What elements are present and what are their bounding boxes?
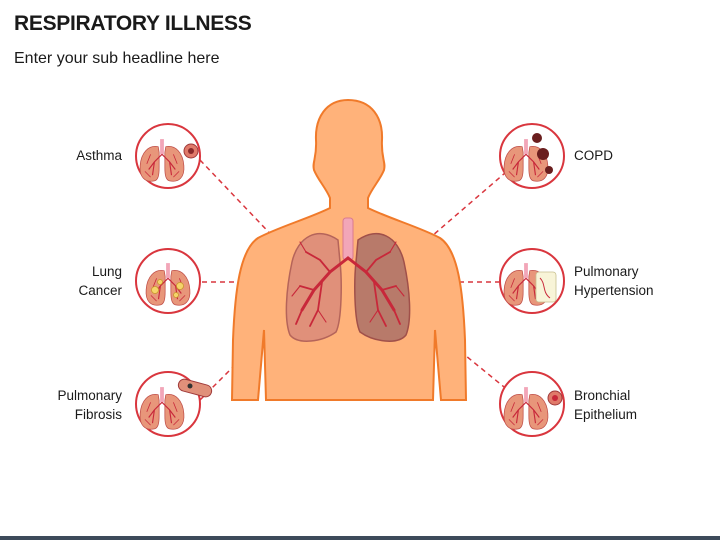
label-pulmonary-hypertension: Pulmonary Hypertension [574,264,654,298]
label-asthma: Asthma [76,148,122,163]
label-copd: COPD [574,148,614,163]
trachea [342,217,354,261]
page-subtitle: Enter your sub headline here [14,50,220,67]
bronchial-epithelium-circle [499,371,565,437]
label-pulmonary-fibrosis: Pulmonary Fibrosis [57,388,122,422]
pulmonary-hypertension-circle [499,248,565,314]
tumor-spots-icon [151,279,184,298]
vessel-detail-icon [535,271,557,303]
asthma-circle [135,123,201,189]
pulmonary-fibrosis-circle [135,371,213,437]
label-lung-cancer: Lung Cancer [78,264,122,298]
fibrosis-detail-icon [177,378,213,398]
bronchial-tree [291,241,405,327]
footer-bar [0,536,720,540]
epithelium-detail-icon [547,390,563,406]
airway-detail-icon [183,143,199,159]
label-bronchial-epithelium: Bronchial Epithelium [574,388,638,422]
copd-damage-icon [532,133,553,174]
lung-cancer-circle [135,248,201,314]
copd-circle [499,123,565,189]
page-title: RESPIRATORY ILLNESS [14,12,252,35]
central-lungs-illustration [285,217,411,342]
